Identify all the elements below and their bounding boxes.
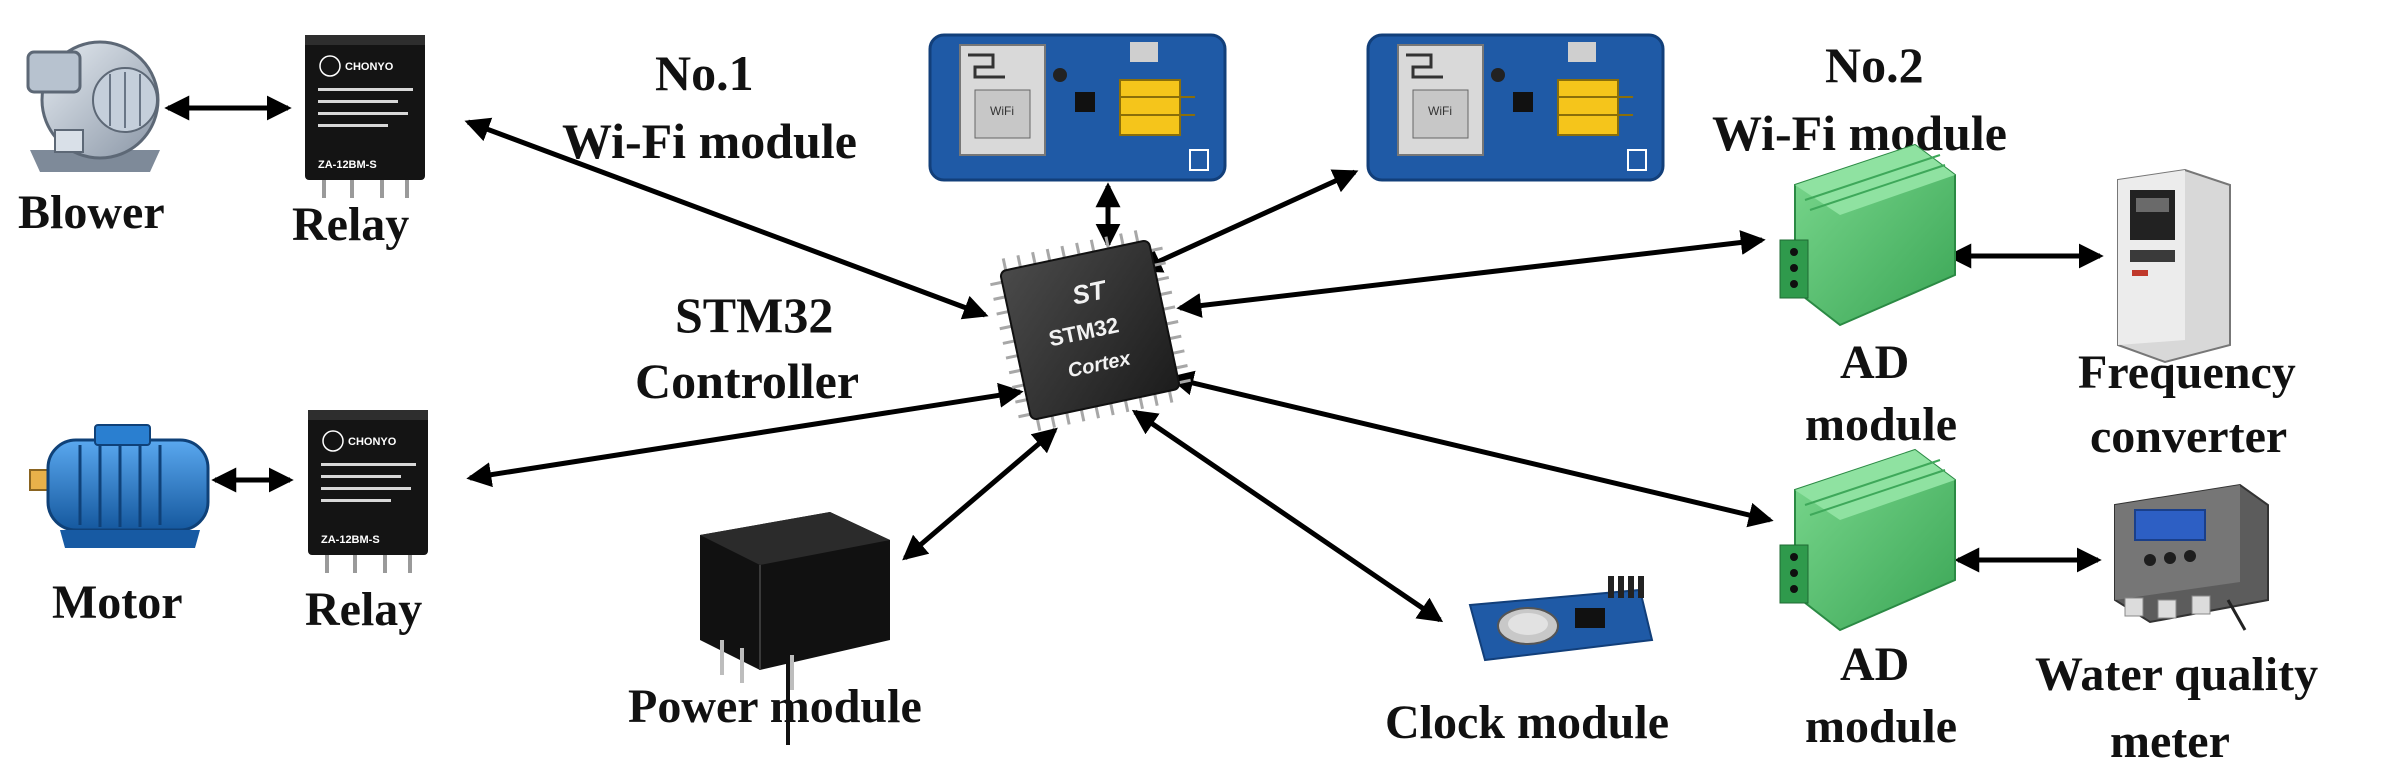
connection-arrows	[164, 95, 2104, 623]
wifi1-label-line1: No.1	[655, 45, 754, 101]
ad1-label-line2: module	[1805, 398, 1957, 451]
blower-label: Blower	[18, 186, 165, 239]
arrow-relay-bottom-controller	[466, 382, 1024, 488]
motor-image	[29, 424, 210, 548]
ad2-label-line1: AD	[1840, 638, 1909, 691]
arrow-controller-ad2	[1168, 370, 1774, 528]
power-module-label: Power module	[628, 680, 922, 733]
wifi2-label-line2: Wi-Fi module	[1712, 105, 2007, 161]
frequency-label-line1: Frequency	[2078, 346, 2296, 399]
relay-top-image: CHONYO ZA-12BM-S	[305, 35, 425, 198]
relay-bottom-brand: CHONYO	[348, 436, 397, 448]
relay-bottom-label: Relay	[305, 583, 422, 636]
stm32-label-line2: Controller	[635, 353, 859, 409]
ad-module-1-image	[1779, 143, 1956, 327]
svg-text:WiFi: WiFi	[1428, 104, 1452, 118]
water-label-line2: meter	[2110, 715, 2230, 768]
ad1-label-line1: AD	[1840, 336, 1909, 389]
motor-label: Motor	[52, 576, 183, 629]
clock-module-label: Clock module	[1385, 696, 1669, 749]
relay-top-label: Relay	[292, 198, 409, 251]
ad2-label-line2: module	[1805, 700, 1957, 753]
arrow-controller-ad1	[1176, 230, 1766, 318]
relay-top-model: ZA-12BM-S	[318, 159, 377, 171]
frequency-converter-image	[2117, 168, 2231, 364]
wifi1-module-image: WiFi	[928, 33, 1227, 182]
frequency-label-line2: converter	[2090, 410, 2287, 463]
wifi1-label-line2: Wi-Fi module	[562, 113, 857, 169]
ad-module-2-image	[1779, 448, 1956, 632]
wifi2-label-line1: No.2	[1825, 37, 1924, 93]
relay-bottom-model: ZA-12BM-S	[321, 534, 380, 546]
wifi2-module-image: WiFi	[1366, 33, 1665, 182]
arrow-controller-wifi2	[1136, 169, 1359, 273]
water-quality-meter-image	[2114, 483, 2269, 631]
arrow-relay-top-controller	[464, 117, 989, 320]
water-label-line1: Water quality	[2035, 648, 2318, 701]
stm32-chip-image: ST STM32 Cortex	[990, 230, 1191, 431]
arrow-controller-power	[902, 427, 1058, 561]
svg-text:WiFi: WiFi	[990, 104, 1014, 118]
blower-image	[26, 40, 160, 172]
relay-bottom-image: CHONYO ZA-12BM-S	[308, 410, 428, 573]
arrow-controller-clock	[1131, 409, 1444, 623]
relay-top-brand: CHONYO	[345, 61, 394, 73]
clock-module-image	[1468, 576, 1654, 662]
stm32-label-line1: STM32	[675, 287, 833, 343]
power-module-image	[700, 512, 890, 745]
